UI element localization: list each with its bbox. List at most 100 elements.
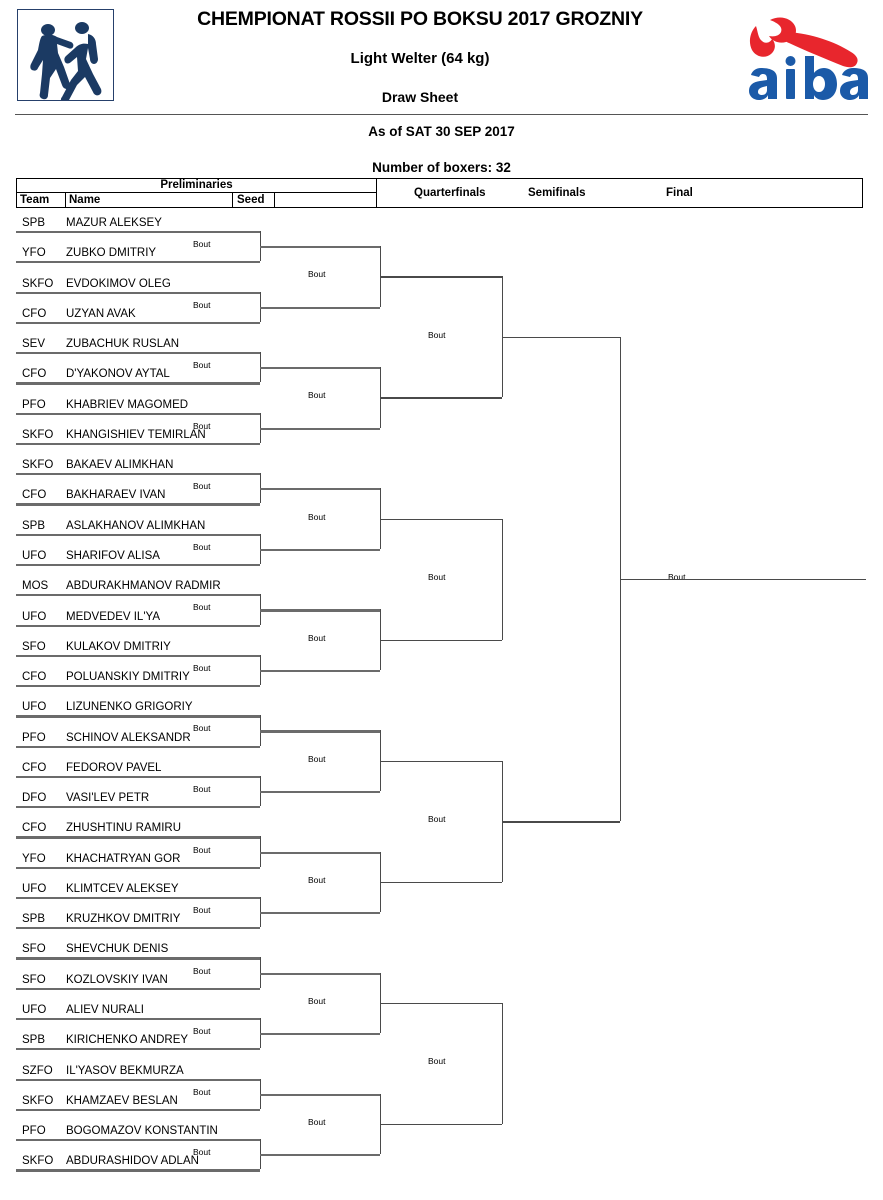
sf-feed-line-bottom (380, 881, 502, 884)
semifinals-label: Semifinals (528, 187, 586, 199)
qf-bout-connector (380, 367, 382, 428)
boxer-underline (16, 836, 260, 839)
prelim-bout-label[interactable]: Bout (193, 299, 211, 310)
sf-feed-line-top (380, 518, 502, 520)
prelim-bout-label[interactable]: Bout (193, 723, 211, 734)
qf-feed-line-bottom (260, 1033, 380, 1036)
boxer-underline (16, 352, 260, 355)
boxer-underline (16, 563, 260, 567)
boxer-underline (16, 745, 260, 748)
boxer-underline (16, 1108, 260, 1112)
prelim-bout-label[interactable]: Bout (193, 1026, 211, 1037)
qf-feed-line-top (260, 972, 380, 975)
boxer-underline (16, 685, 260, 688)
prelim-bout-label[interactable]: Bout (193, 420, 211, 431)
sf-bout-label[interactable]: Bout (428, 572, 446, 583)
qf-bout-label[interactable]: Bout (308, 753, 326, 764)
sf-bout-label[interactable]: Bout (428, 814, 446, 825)
qf-feed-line-top (260, 488, 380, 491)
boxer-underline (16, 473, 260, 476)
prelim-bout-label[interactable]: Bout (193, 239, 211, 250)
qf-bout-label[interactable]: Bout (308, 995, 326, 1006)
boxer-name: BOGOMAZOV KONSTANTIN (66, 1125, 218, 1138)
boxers-icon (17, 9, 114, 101)
boxer-name: ZUBACHUK RUSLAN (66, 338, 180, 351)
prelim-bout-connector (260, 533, 262, 564)
sf-feed-line-bottom (380, 397, 502, 399)
aiba-logo (726, 8, 871, 103)
boxer-name: BAKAEV ALIMKHAN (66, 459, 174, 472)
final-feed-line-bottom (502, 821, 620, 823)
prelim-bout-label[interactable]: Bout (193, 905, 211, 916)
boxer-underline (16, 503, 260, 506)
prelim-bout-label[interactable]: Bout (193, 360, 211, 371)
sf-bout-label[interactable]: Bout (428, 329, 446, 340)
prelim-bout-label[interactable]: Bout (193, 481, 211, 492)
boxer-team-code: SFO (22, 973, 46, 986)
qf-bout-label[interactable]: Bout (308, 390, 326, 401)
prelim-bout-label[interactable]: Bout (193, 602, 211, 613)
boxer-name: IL'YASOV BEKMURZA (66, 1064, 184, 1077)
boxer-team-code: MOS (22, 580, 49, 593)
boxer-team-code: CFO (22, 761, 47, 774)
boxer-team-code: YFO (22, 247, 46, 260)
seed-label: Seed (237, 194, 265, 206)
boxer-team-code: SKFO (22, 1155, 54, 1168)
boxer-underline (16, 806, 260, 809)
boxer-name: FEDOROV PAVEL (66, 761, 162, 774)
boxer-underline (16, 624, 260, 627)
weight-class: Light Welter (64 kg) (350, 50, 490, 67)
boxer-name: UZYAN AVAK (66, 307, 136, 320)
qf-feed-line-top (260, 246, 380, 249)
prelim-bout-label[interactable]: Bout (193, 783, 211, 794)
prelim-bout-label[interactable]: Bout (193, 965, 211, 976)
sf-bout-connector (502, 276, 504, 398)
boxer-team-code: UFO (22, 610, 47, 623)
boxer-underline (16, 1048, 260, 1051)
boxer-team-code: YFO (22, 852, 46, 865)
qf-feed-line-top (260, 1093, 380, 1096)
sf-bout-label[interactable]: Bout (428, 1056, 446, 1067)
qf-bout-label[interactable]: Bout (308, 1116, 326, 1127)
qf-bout-label[interactable]: Bout (308, 632, 326, 643)
prelim-bout-connector (260, 594, 262, 625)
qf-bout-label[interactable]: Bout (308, 511, 326, 522)
qf-feed-line-top (260, 609, 380, 612)
prelim-bout-label[interactable]: Bout (193, 541, 211, 552)
qf-bout-connector (380, 488, 382, 549)
boxer-underline (16, 291, 260, 294)
prelim-bout-connector (260, 654, 262, 686)
prelim-bout-connector (260, 1139, 262, 1170)
qf-bout-label[interactable]: Bout (308, 269, 326, 280)
boxer-name: ABDURAKHMANOV RADMIR (66, 580, 221, 593)
boxer-team-code: UFO (22, 1004, 47, 1017)
qf-feed-line-bottom (260, 548, 380, 552)
boxer-underline (16, 412, 260, 415)
boxer-name: D'YAKONOV AYTAL (66, 368, 170, 381)
boxer-team-code: CFO (22, 822, 47, 835)
sf-bout-connector (502, 1002, 504, 1124)
prelim-bout-label[interactable]: Bout (193, 662, 211, 673)
team-label: Team (20, 194, 50, 206)
boxer-count: Number of boxers: 32 (372, 160, 511, 175)
boxer-underline (16, 1078, 260, 1081)
final-bout-label[interactable]: Bout (668, 572, 686, 583)
sheet-type: Draw Sheet (381, 89, 459, 105)
boxer-team-code: SPB (22, 519, 46, 532)
boxer-team-code: PFO (22, 731, 46, 744)
boxer-name: KULAKOV DMITRIY (66, 640, 171, 653)
sf-feed-line-bottom (380, 639, 502, 642)
qf-feed-line-bottom (260, 669, 380, 673)
prelim-bout-label[interactable]: Bout (193, 844, 211, 855)
prelim-bout-connector (260, 412, 262, 443)
qf-bout-label[interactable]: Bout (308, 874, 326, 885)
boxer-team-code: UFO (22, 882, 47, 895)
prelim-bout-label[interactable]: Bout (193, 1147, 211, 1158)
stages-header-cell (376, 178, 863, 208)
prelim-bout-label[interactable]: Bout (193, 1086, 211, 1097)
boxer-underline (16, 594, 260, 597)
boxer-underline (16, 896, 260, 900)
boxer-name: KHABRIEV MAGOMED (66, 398, 189, 411)
boxer-name: SCHINOV ALEKSANDR (66, 731, 191, 744)
final-label: Final (666, 187, 693, 199)
